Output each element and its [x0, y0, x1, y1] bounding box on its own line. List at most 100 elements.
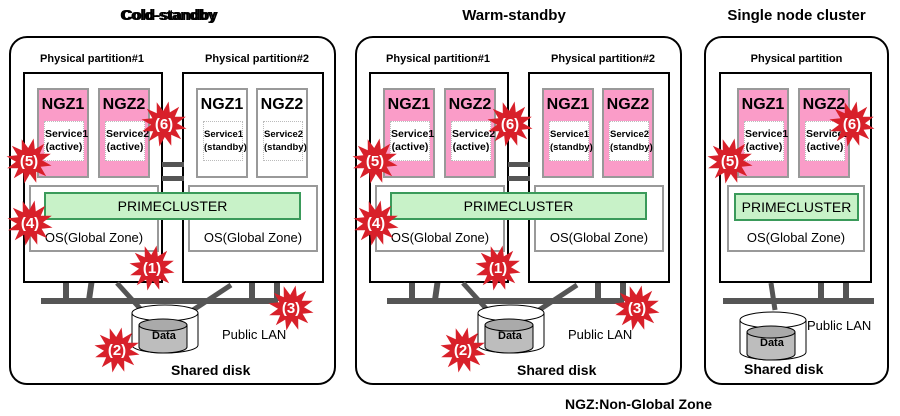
panel-title-cold-standby: Cold-standby [122, 7, 218, 24]
marker-6: (6) [828, 100, 876, 148]
burst-shape-icon [129, 245, 175, 291]
burst-shape-icon [94, 327, 140, 373]
shared-disk-icon [477, 304, 545, 354]
ngz-name: NGZ1 [200, 96, 244, 113]
shared-disk-label: Shared disk [517, 362, 597, 378]
primecluster-bar: PRIMECLUSTER [44, 192, 301, 220]
shared-disk-label: Shared disk [744, 361, 824, 377]
burst-shape-icon [614, 285, 660, 331]
marker-number: (6) [842, 115, 862, 133]
interconnect-line [508, 162, 530, 167]
service-box: Service2(active) [105, 121, 150, 161]
burst-shape-icon [7, 200, 53, 246]
marker-number: (1) [142, 259, 162, 277]
service-box: Service1(active) [390, 121, 435, 161]
service-name: Service2 [106, 128, 150, 140]
os-label: OS(Global Zone) [746, 230, 846, 245]
marker-6: (6) [486, 100, 534, 148]
marker-4: (4) [6, 199, 54, 247]
lan-drop [274, 283, 280, 301]
panel-frame [9, 36, 336, 385]
shared-disk-label: Shared disk [171, 362, 251, 378]
burst-shape-icon [353, 200, 399, 246]
data-label: Data [152, 330, 176, 342]
marker-number: (5) [19, 152, 39, 170]
shared-disk-icon [131, 304, 199, 354]
burst-shape-icon [352, 138, 398, 184]
marker-3: (3) [267, 284, 315, 332]
public-lan-bus [41, 298, 278, 304]
ngz-name: NGZ1 [41, 96, 85, 113]
partition-label: Physical partition#1 [386, 53, 490, 65]
marker-1: (1) [474, 244, 522, 292]
marker-2: (2) [93, 326, 141, 374]
interconnect-line [162, 176, 184, 181]
ngz-name: NGZ2 [448, 96, 492, 113]
marker-number: (5) [720, 152, 740, 170]
lan-drop [818, 283, 824, 301]
lan-drop [249, 283, 255, 301]
burst-shape-icon [268, 285, 314, 331]
lan-drop [409, 283, 415, 301]
ngz-name: NGZ2 [260, 96, 304, 113]
service-name: Service1 [45, 128, 89, 140]
service-name: Service2 [610, 129, 650, 140]
partition-label: Physical partition#2 [205, 53, 309, 65]
lan-drop [620, 283, 626, 301]
service-state: (standby) [610, 142, 653, 153]
service-state: (standby) [550, 142, 593, 153]
burst-shape-icon [6, 138, 52, 184]
burst-shape-icon [829, 101, 875, 147]
public-lan-bus [723, 298, 874, 304]
partition-label: Physical partition [750, 53, 843, 65]
burst-shape-icon [440, 327, 486, 373]
service-name: Service1 [391, 128, 435, 140]
service-box: Service1(active) [44, 121, 89, 161]
footnote: NGZ:Non-Global Zone [565, 396, 712, 412]
service-state: (standby) [204, 142, 247, 153]
service-name: Service2 [264, 129, 304, 140]
marker-number: (3) [281, 299, 301, 317]
public-lan-bus [387, 298, 624, 304]
marker-number: (3) [627, 299, 647, 317]
os-label: OS(Global Zone) [203, 230, 303, 245]
interconnect-line [508, 176, 530, 181]
ngz-name: NGZ1 [546, 96, 590, 113]
marker-number: (4) [366, 214, 386, 232]
interconnect-line [162, 162, 184, 167]
panel-title: Single node cluster [727, 7, 866, 24]
marker-number: (6) [500, 115, 520, 133]
burst-shape-icon [707, 138, 753, 184]
service-state: (active) [106, 141, 144, 153]
service-state: (standby) [264, 142, 307, 153]
service-box: Service2 (standby) [263, 121, 307, 161]
lan-drop [843, 283, 849, 301]
marker-number: (2) [453, 341, 473, 359]
marker-number: (1) [488, 259, 508, 277]
disk-link [768, 282, 778, 311]
marker-3: (3) [613, 284, 661, 332]
public-lan-label: Public LAN [222, 327, 287, 342]
marker-number: (2) [107, 341, 127, 359]
service-box: Service2(active) [451, 121, 495, 161]
marker-number: (5) [365, 152, 385, 170]
ngz-name: NGZ1 [741, 96, 785, 113]
burst-shape-icon [475, 245, 521, 291]
marker-2: (2) [439, 326, 487, 374]
panel-title: Cold-standby [120, 7, 216, 24]
marker-number: (6) [154, 115, 174, 133]
service-state: (active) [452, 141, 490, 153]
os-label: OS(Global Zone) [44, 230, 144, 245]
service-state: (active) [806, 141, 844, 153]
service-name: Service1 [204, 129, 244, 140]
ngz-name: NGZ2 [802, 96, 846, 113]
lan-drop [595, 283, 601, 301]
ngz-name: NGZ2 [606, 96, 650, 113]
service-state: (active) [45, 141, 83, 153]
marker-5: (5) [351, 137, 399, 185]
